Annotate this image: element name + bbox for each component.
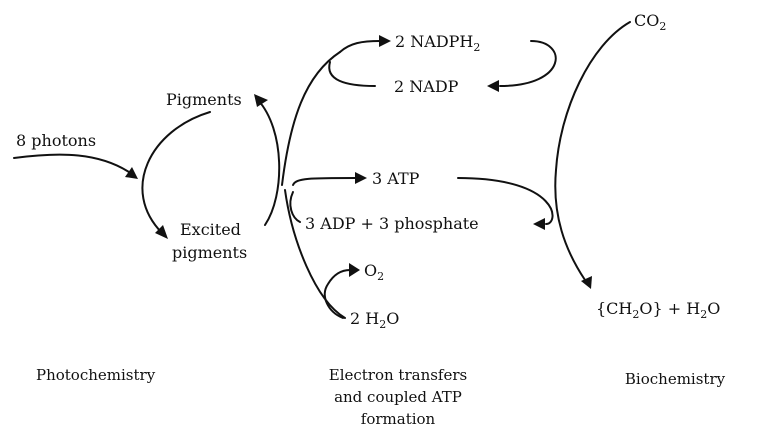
electron-transfer-caption-line3: formation: [361, 410, 436, 428]
pigment-cycle-right-arc: [257, 99, 281, 226]
ch2o-arrowhead: [581, 276, 592, 289]
photon-arrowhead: [125, 167, 138, 179]
photochemistry-caption: Photochemistry: [36, 366, 156, 384]
nadph-arrowhead: [379, 35, 391, 47]
atp-adp-loop: [457, 177, 554, 225]
photons-label: 8 photons: [16, 131, 96, 150]
pigments-label: Pigments: [166, 90, 242, 109]
photon-input-arrow: [13, 153, 133, 175]
adp-return-curve: [289, 191, 301, 223]
electron-upper-curve: [281, 51, 341, 186]
adp-phosphate-label: 3 ADP + 3 phosphate: [305, 214, 479, 233]
electron-lower-curve: [284, 189, 346, 319]
pigment-cycle-left-arc: [141, 111, 211, 234]
nadph-label: 2 NADPH2: [395, 32, 480, 54]
atp-arrowhead: [355, 172, 367, 184]
nadph-nadp-loop: [499, 40, 557, 87]
excited-pigments-label-line1: Excited: [180, 220, 241, 239]
electron-transfer-caption-line2: and coupled ATP: [334, 388, 462, 406]
atp-label: 3 ATP: [372, 169, 420, 188]
pigments-arrowhead: [254, 94, 268, 107]
water-label: 2 H2O: [350, 309, 399, 331]
excited-pigments-label-line2: pigments: [172, 243, 247, 262]
co2-label: CO2: [634, 11, 666, 33]
nadp-label: 2 NADP: [394, 77, 459, 96]
biochemistry-caption: Biochemistry: [625, 370, 726, 388]
atp-arrow-line: [292, 177, 357, 186]
co2-fixation-curve: [554, 21, 631, 281]
water-oxygen-curve: [323, 269, 351, 319]
oxygen-arrowhead: [349, 263, 360, 277]
carbohydrate-water-label: {CH2O} + H2O: [596, 299, 720, 321]
nadp-return-curve: [328, 61, 376, 87]
excited-arrowhead: [155, 225, 168, 239]
adp-arrowhead: [533, 218, 545, 230]
nadph-arrow-line: [339, 40, 381, 53]
nadp-arrowhead: [487, 80, 499, 92]
oxygen-label: O2: [364, 261, 384, 283]
electron-transfer-caption-line1: Electron transfers: [329, 366, 467, 384]
